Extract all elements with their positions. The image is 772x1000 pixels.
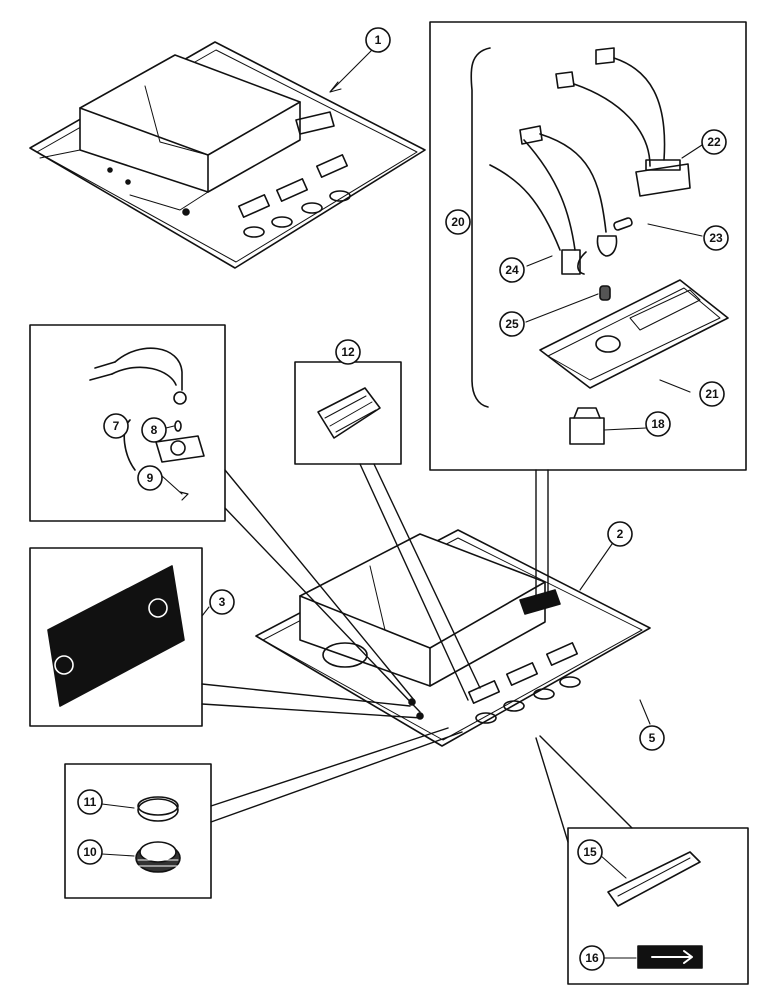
svg-text:11: 11 xyxy=(84,795,97,809)
svg-text:1: 1 xyxy=(375,33,382,47)
callout-25: 25 xyxy=(499,311,525,337)
svg-text:25: 25 xyxy=(505,317,519,331)
svg-text:2: 2 xyxy=(617,527,624,541)
callout-22: 22 xyxy=(701,129,727,155)
callouts: 1 2 3 5 7 8 9 10 11 12 15 16 18 20 21 22… xyxy=(77,27,729,971)
callout-9: 9 xyxy=(137,465,163,491)
svg-text:22: 22 xyxy=(707,135,721,149)
svg-text:18: 18 xyxy=(651,417,665,431)
callout-15: 15 xyxy=(577,839,603,865)
box-part-12 xyxy=(294,361,402,465)
callout-21: 21 xyxy=(699,381,725,407)
svg-text:7: 7 xyxy=(113,419,120,433)
exploded-leaders xyxy=(201,463,633,843)
box-knobs xyxy=(64,763,212,899)
callout-1: 1 xyxy=(365,27,391,53)
callout-18: 18 xyxy=(645,411,671,437)
svg-text:9: 9 xyxy=(147,471,154,485)
svg-text:12: 12 xyxy=(341,345,355,359)
svg-text:24: 24 xyxy=(505,263,519,277)
box-trim xyxy=(567,827,749,985)
svg-text:21: 21 xyxy=(705,387,719,401)
svg-text:23: 23 xyxy=(709,231,723,245)
callout-11: 11 xyxy=(77,789,103,815)
callout-3: 3 xyxy=(209,589,235,615)
svg-text:5: 5 xyxy=(649,731,656,745)
svg-text:20: 20 xyxy=(451,215,465,229)
callout-2: 2 xyxy=(607,521,633,547)
svg-text:8: 8 xyxy=(151,423,158,437)
callout-20: 20 xyxy=(445,209,471,235)
leader-lines xyxy=(101,49,703,959)
cabinet-top-lower xyxy=(255,529,651,747)
svg-text:16: 16 xyxy=(585,951,599,965)
cabinet-top-upper xyxy=(29,41,426,269)
callout-5: 5 xyxy=(639,725,665,751)
callout-24: 24 xyxy=(499,257,525,283)
callout-23: 23 xyxy=(703,225,729,251)
callout-8: 8 xyxy=(141,417,167,443)
svg-text:15: 15 xyxy=(583,845,597,859)
svg-text:10: 10 xyxy=(83,845,97,859)
callout-16: 16 xyxy=(579,945,605,971)
svg-text:3: 3 xyxy=(219,595,226,609)
box-light-assembly xyxy=(429,21,747,471)
box-control-panel xyxy=(29,547,203,727)
callout-7: 7 xyxy=(103,413,129,439)
callout-10: 10 xyxy=(77,839,103,865)
callout-12: 12 xyxy=(335,339,361,365)
